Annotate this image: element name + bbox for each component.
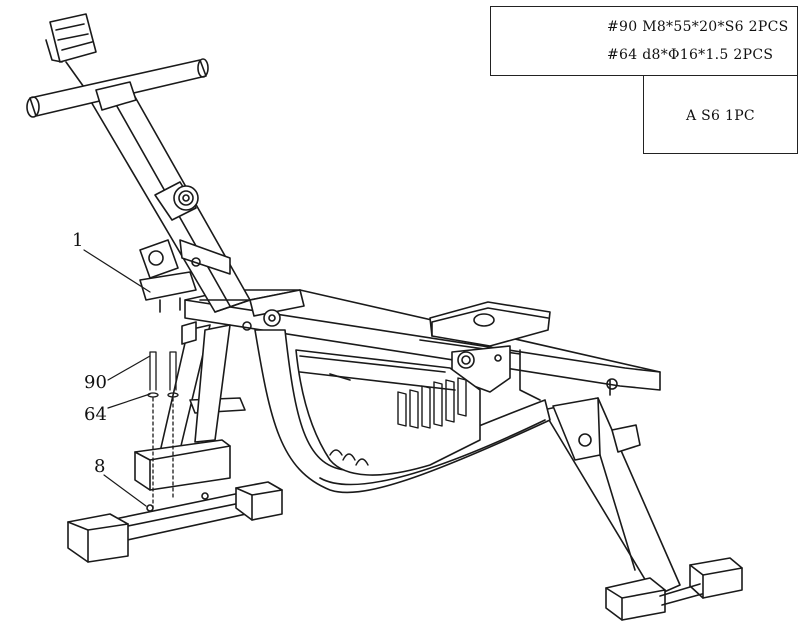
leader-frame bbox=[83, 249, 151, 293]
part-spec: M8*55*20*S6 bbox=[642, 19, 744, 35]
part-code: #90 bbox=[607, 19, 638, 35]
rear-leg bbox=[542, 397, 681, 597]
callout-stabilizer: 8 bbox=[94, 456, 106, 477]
monitor bbox=[45, 13, 97, 91]
tool-box: A S6 1PC bbox=[643, 76, 798, 154]
callout-bolt: 90 bbox=[84, 372, 107, 393]
leader-stabilizer bbox=[103, 474, 147, 507]
exploded-bolts bbox=[147, 351, 179, 509]
leader-bolt bbox=[107, 355, 151, 381]
tank-vent-slots bbox=[397, 377, 467, 429]
water-tank-housing bbox=[254, 329, 551, 494]
tension-knob bbox=[154, 181, 199, 221]
part-line-bolt: #90 M8*55*20*S6 2PCS bbox=[607, 19, 789, 35]
tool-label: A S6 1PC bbox=[686, 108, 755, 124]
callout-frame: 1 bbox=[72, 230, 84, 251]
seat-carriage bbox=[429, 301, 551, 401]
part-spec: d8*Φ16*1.5 bbox=[642, 47, 729, 63]
handle-bar bbox=[26, 58, 209, 118]
front-stabilizer bbox=[67, 439, 283, 563]
part-qty: 2PCS bbox=[748, 19, 789, 35]
leader-washer bbox=[107, 393, 151, 409]
callout-washer: 64 bbox=[84, 404, 107, 425]
pivot-bracket bbox=[139, 239, 231, 279]
hardware-parts-box: #90 M8*55*20*S6 2PCS #64 d8*Φ16*1.5 2PCS bbox=[490, 6, 798, 76]
rear-foot bbox=[605, 557, 743, 621]
frame-pivot bbox=[199, 289, 305, 331]
part-line-washer: #64 d8*Φ16*1.5 2PCS bbox=[607, 47, 773, 63]
part-code: #64 bbox=[607, 47, 638, 63]
callout-leaders bbox=[83, 249, 151, 507]
part-qty: 2PCS bbox=[733, 47, 774, 63]
